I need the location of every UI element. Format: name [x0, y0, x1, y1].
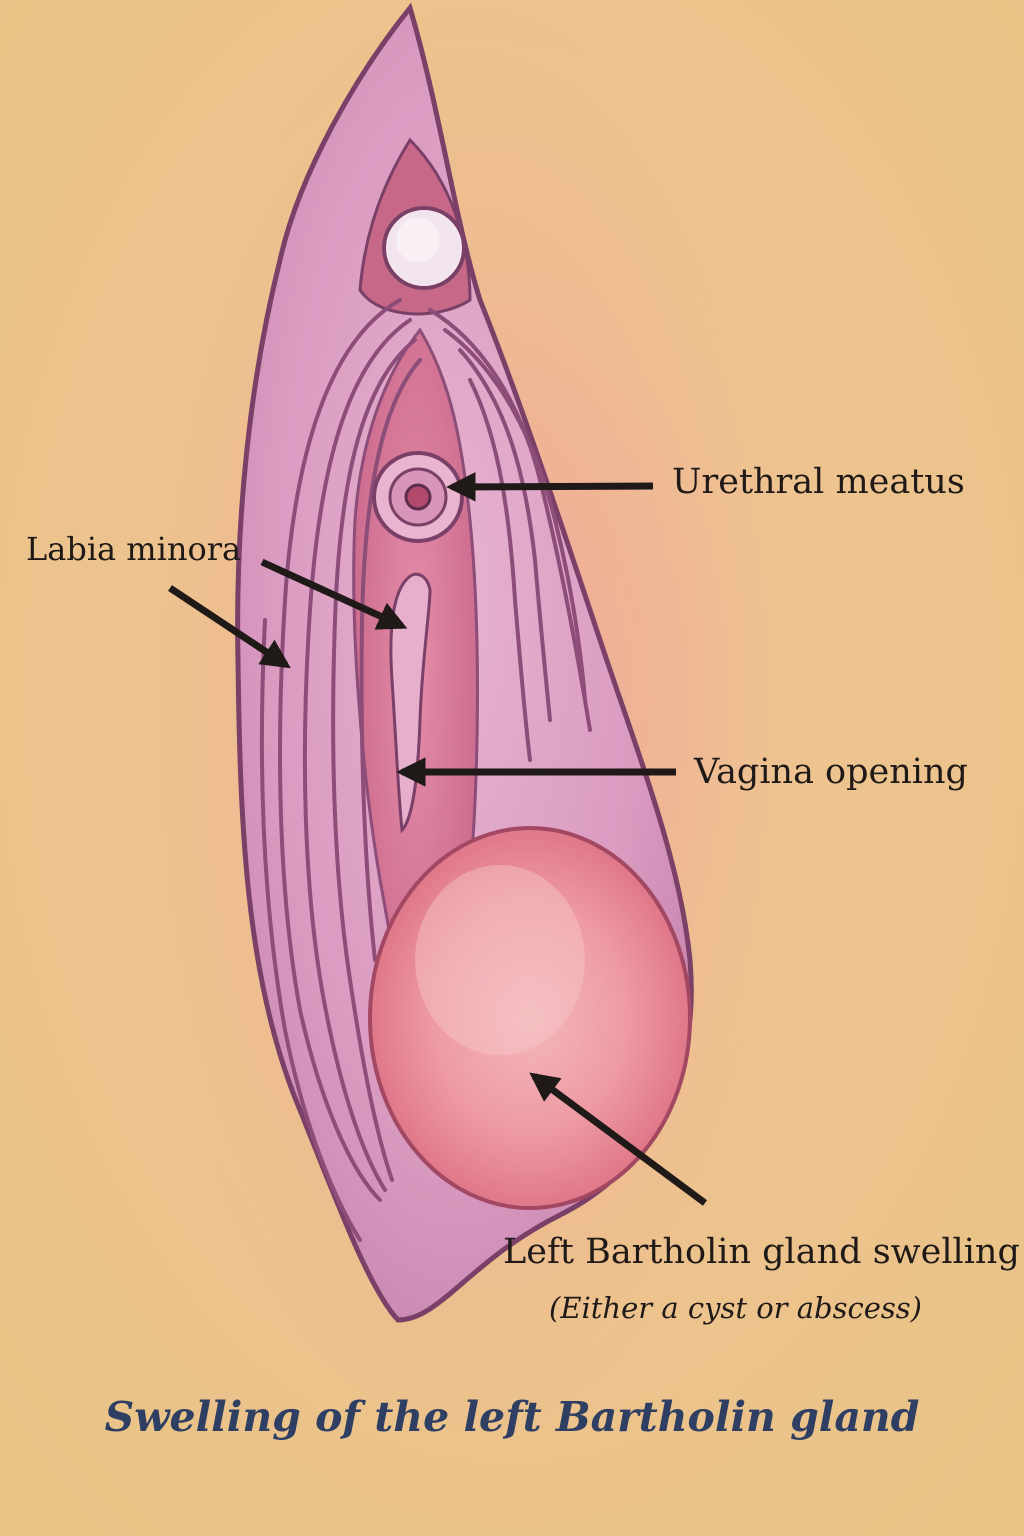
- labia-minora-folds-left: [259, 298, 422, 1242]
- arrow-bartholin-swelling: [529, 1072, 708, 1206]
- arrow-labia-minora-inner: [260, 558, 408, 630]
- label-vagina-opening: Vagina opening: [694, 752, 968, 792]
- label-urethral-meatus: Urethral meatus: [672, 462, 965, 502]
- label-labia-minora: Labia minora: [26, 530, 242, 568]
- bartholin-swelling-shape: [368, 826, 692, 1210]
- labia-folds-right: [428, 308, 592, 762]
- label-bartholin-swelling: Left Bartholin gland swelling: [503, 1232, 1020, 1272]
- label-swelling-note: (Either a cyst or abscess): [549, 1291, 922, 1325]
- caption-title: Swelling of the left Bartholin gland: [104, 1393, 920, 1441]
- arrow-labia-minora-outer: [168, 585, 291, 669]
- pointer-arrows: [168, 472, 708, 1206]
- arrow-urethral-meatus: [446, 472, 654, 502]
